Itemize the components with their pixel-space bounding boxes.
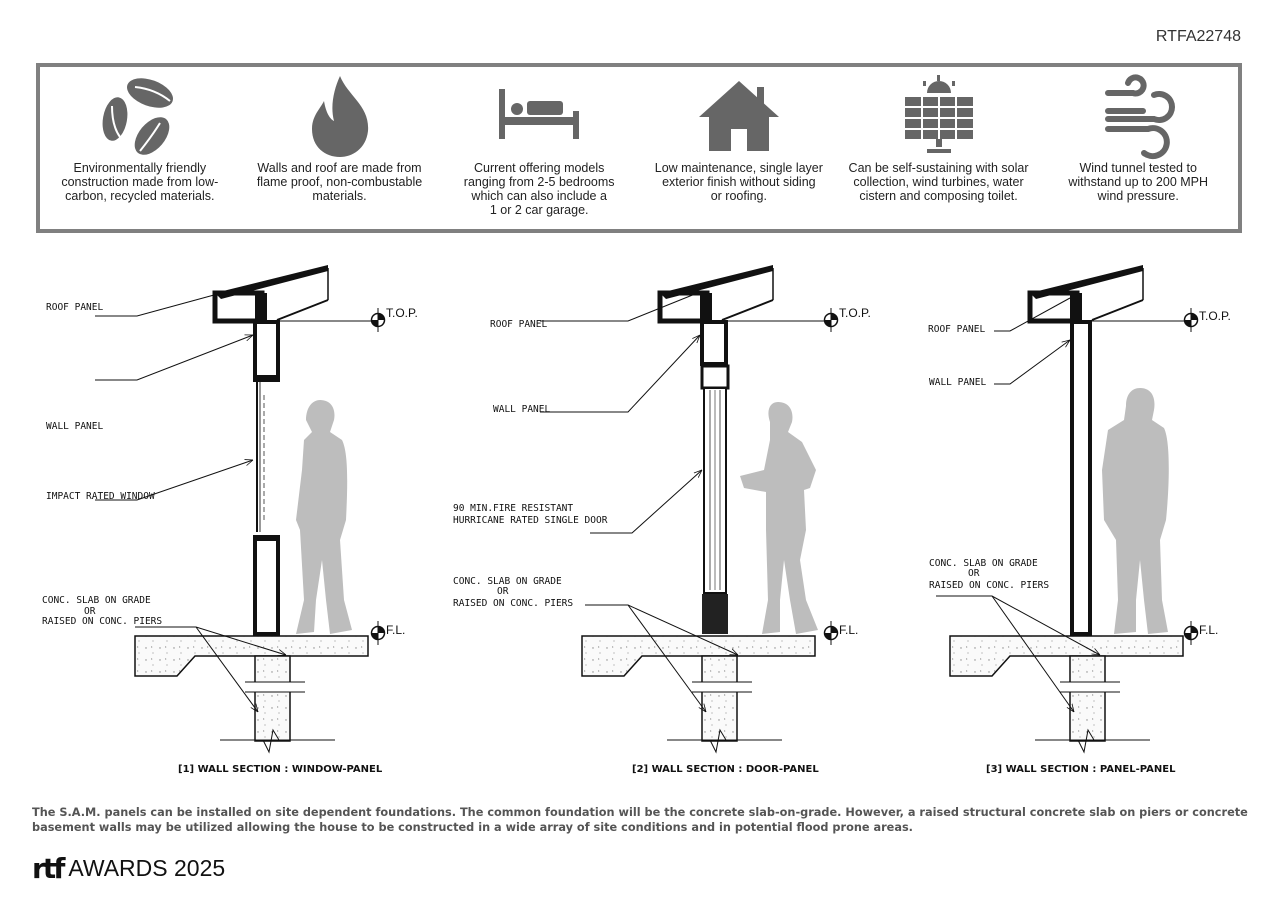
wall-panel-label: WALL PANEL [493, 404, 550, 415]
section-caption: [2] WALL SECTION : DOOR-PANEL [632, 764, 819, 775]
impact-window [256, 382, 265, 532]
feature-fireproof: Walls and roof are made from flame proof… [240, 67, 440, 229]
wind-icon [1105, 74, 1176, 160]
concrete-slab-and-pier [581, 635, 816, 753]
flame-icon [311, 76, 368, 157]
wall-panel-upper [700, 320, 728, 366]
roof-panel-label: ROOF PANEL [46, 302, 103, 313]
concrete-slab-and-pier [134, 635, 369, 753]
top-marker-label: T.O.P. [1199, 309, 1231, 323]
awards-text: AWARDS 2025 [68, 855, 226, 881]
wall-section-panel: T.O.P. F.L. ROOF PANEL WALL PANEL CONC. … [928, 265, 1231, 775]
wall-panel [1070, 320, 1092, 636]
floor-level-marker-icon [370, 620, 386, 646]
rtf-awards-logo: rtf AWARDS 2025 [32, 852, 225, 885]
feature-text: Walls and roof are made from flame proof… [256, 161, 423, 203]
wall-panel-lower [253, 535, 280, 636]
slab-label-line2: OR [968, 568, 980, 579]
person-silhouette [740, 402, 818, 634]
reference-code: RTFA22748 [1155, 28, 1241, 45]
roof-panel-label: ROOF PANEL [928, 324, 985, 335]
feature-maintenance: Low maintenance, single layer exterior f… [639, 67, 839, 229]
top-of-panel-marker-icon [823, 307, 839, 333]
top-of-panel-marker-icon [370, 307, 386, 333]
roof-panel-label: ROOF PANEL [490, 319, 547, 330]
house-icon [698, 81, 779, 151]
wall-panel-upper [253, 320, 280, 382]
feature-eco: Environmentally friendly construction ma… [40, 67, 240, 229]
section-caption: [1] WALL SECTION : WINDOW-PANEL [178, 764, 383, 775]
person-silhouette [296, 400, 352, 634]
feature-bedrooms: Current offering models ranging from 2-5… [439, 67, 639, 229]
roof-panel [1030, 265, 1143, 323]
wall-panel-label: WALL PANEL [46, 421, 103, 432]
section-caption: [3] WALL SECTION : PANEL-PANEL [986, 764, 1176, 775]
door-label-line2: HURRICANE RATED SINGLE DOOR [453, 515, 608, 526]
floor-level-marker-icon [823, 620, 839, 646]
slab-label-line1: CONC. SLAB ON GRADE [453, 576, 562, 587]
window-label: IMPACT RATED WINDOW [46, 491, 155, 502]
top-marker-label: T.O.P. [839, 306, 871, 320]
feature-text: Low maintenance, single layer exterior f… [654, 161, 823, 203]
feature-text: Environmentally friendly construction ma… [61, 161, 219, 203]
slab-label-line2: OR [497, 586, 509, 597]
feature-text: Wind tunnel tested to withstand up to 20… [1068, 161, 1209, 203]
wall-panel-label: WALL PANEL [929, 377, 986, 388]
features-panel: Environmentally friendly construction ma… [36, 63, 1242, 233]
rtf-logo-mark: rtf [32, 852, 65, 885]
slab-label-line3: RAISED ON CONC. PIERS [929, 580, 1049, 591]
slab-label-line1: CONC. SLAB ON GRADE [929, 558, 1038, 569]
slab-label-line3: RAISED ON CONC. PIERS [42, 616, 162, 627]
door-label-line1: 90 MIN.FIRE RESISTANT [453, 503, 573, 514]
roof-panel [660, 265, 773, 323]
roof-panel [215, 265, 328, 323]
slab-label-line1: CONC. SLAB ON GRADE [42, 595, 151, 606]
hurricane-door [700, 364, 730, 634]
top-marker-label: T.O.P. [386, 306, 418, 320]
feature-text: Current offering models ranging from 2-5… [463, 161, 615, 217]
feature-solar: Can be self-sustaining with solar collec… [839, 67, 1039, 229]
floor-marker-label: F.L. [1199, 623, 1218, 637]
top-of-panel-marker-icon [1183, 307, 1199, 333]
slab-label-line3: RAISED ON CONC. PIERS [453, 598, 573, 609]
feature-text: Can be self-sustaining with solar collec… [848, 161, 1029, 203]
wall-section-window: T.O.P. F.L. ROOF PANEL WALL PANEL IMPACT… [42, 265, 418, 775]
recycle-leaves-icon [102, 78, 173, 155]
wall-sections-drawing: T.O.P. F.L. ROOF PANEL WALL PANEL IMPACT… [42, 0, 1231, 775]
footer-description: The S.A.M. panels can be installed on si… [32, 806, 1248, 834]
floor-marker-label: F.L. [386, 623, 405, 637]
feature-wind: Wind tunnel tested to withstand up to 20… [1038, 67, 1238, 229]
floor-marker-label: F.L. [839, 623, 858, 637]
person-silhouette [1102, 388, 1169, 634]
bed-icon [499, 89, 580, 139]
wall-section-door: T.O.P. F.L. ROOF PANEL WALL PANEL 90 MIN… [453, 265, 871, 775]
solar-panel-icon [904, 75, 973, 153]
slab-label-line2: OR [84, 606, 96, 617]
floor-level-marker-icon [1183, 620, 1199, 646]
concrete-slab-and-pier [949, 635, 1184, 753]
